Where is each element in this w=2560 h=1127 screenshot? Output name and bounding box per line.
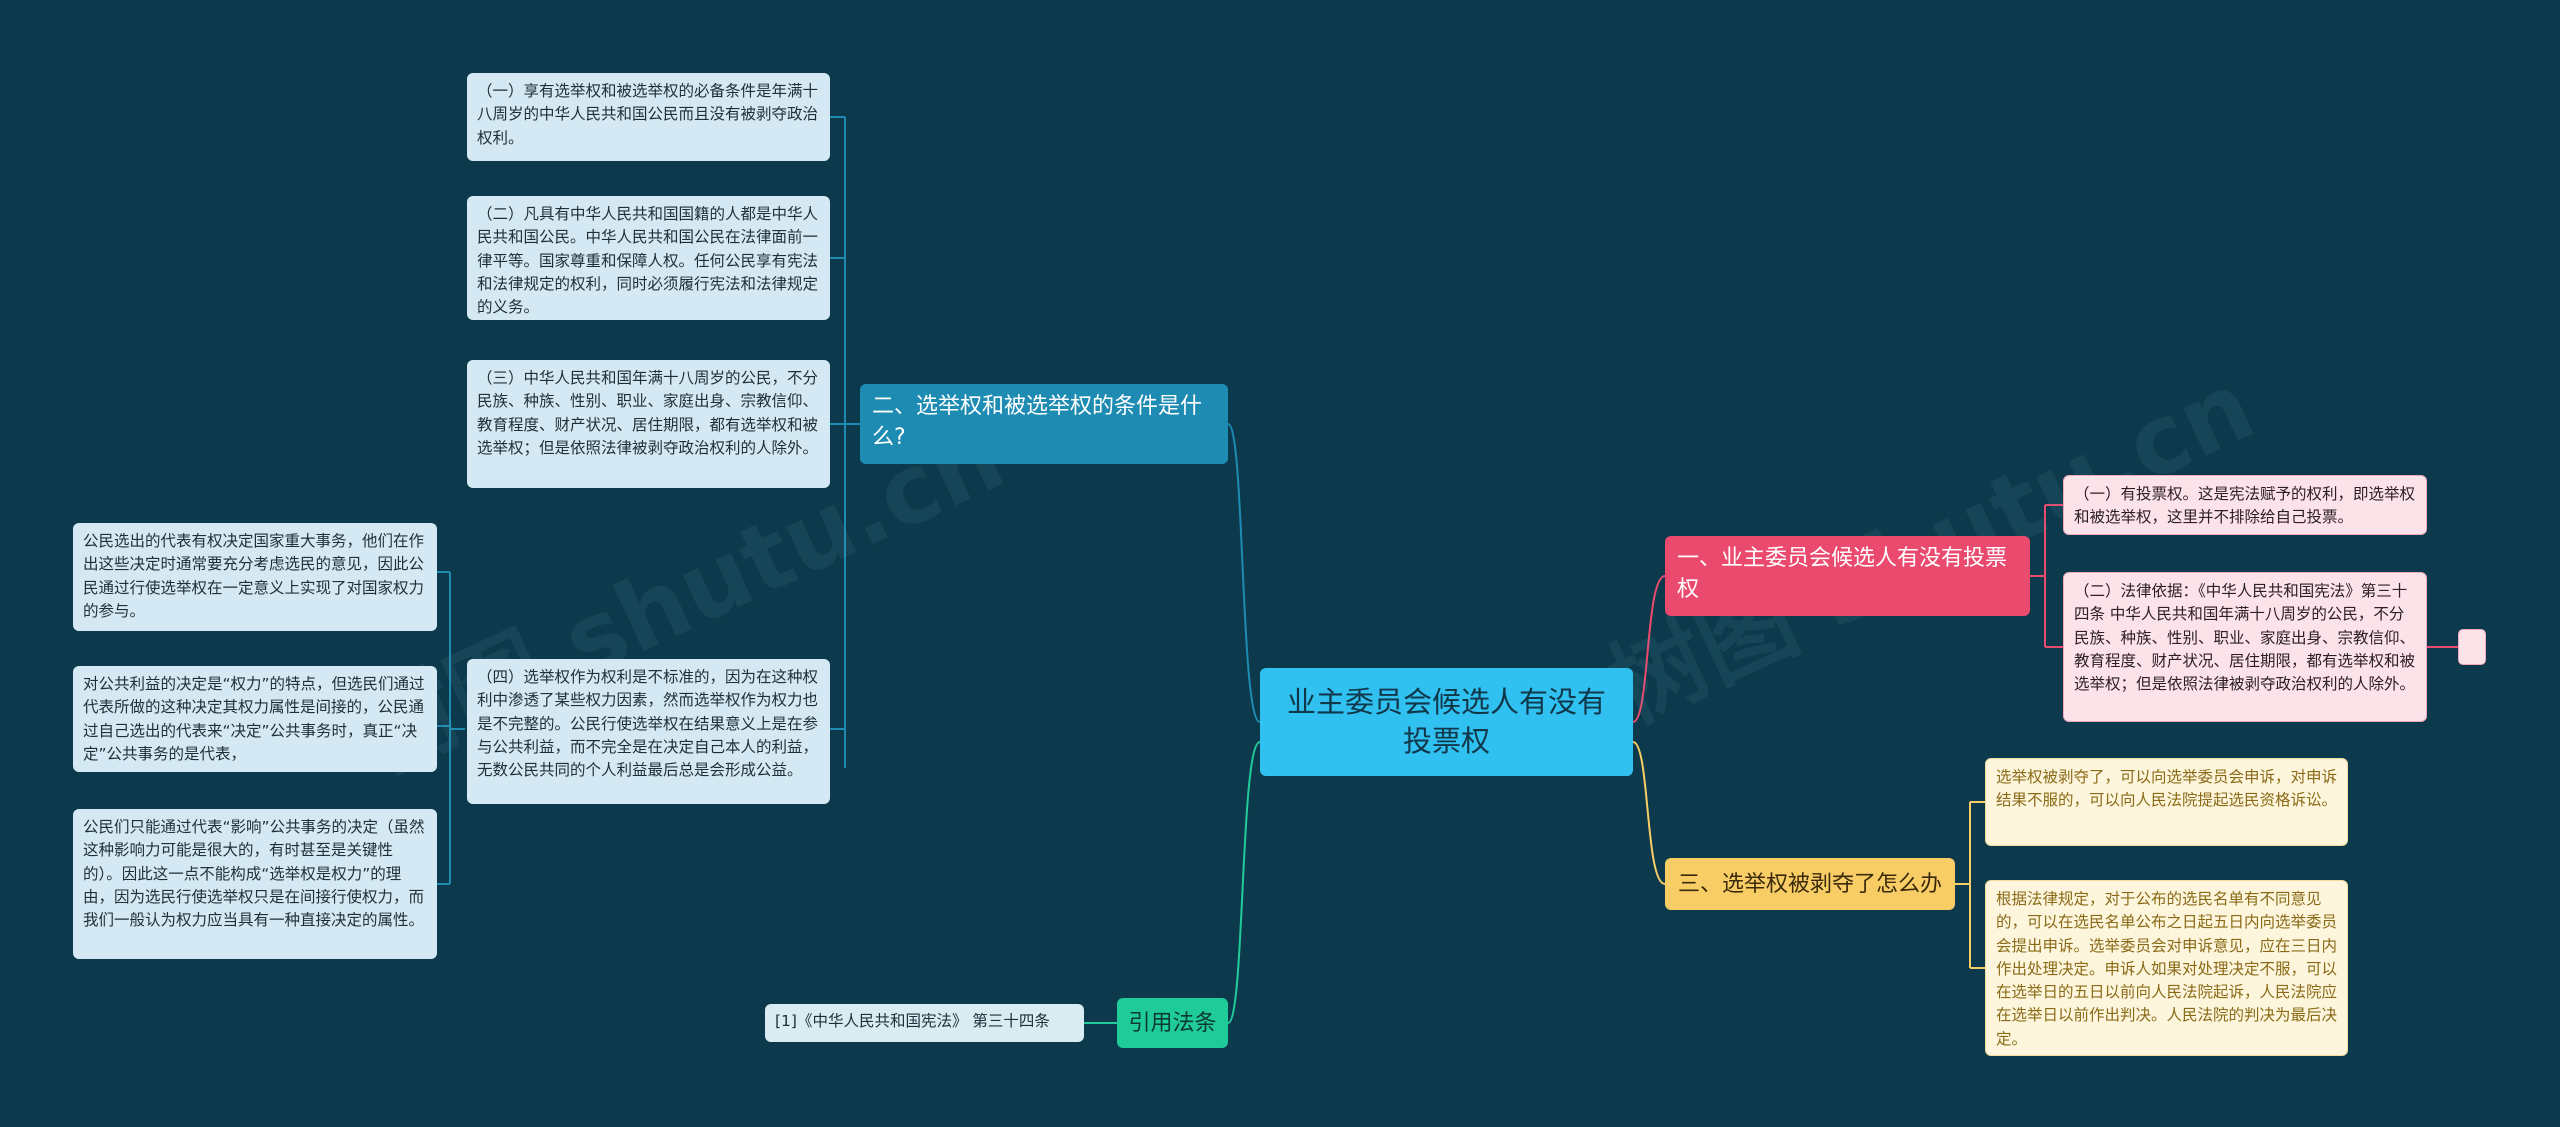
branch-voting[interactable]: 一、业主委员会候选人有没有投票权 [1665,536,2030,616]
branch-conditions[interactable]: 二、选举权和被选举权的条件是什么? [860,384,1228,464]
deprived-item-1[interactable]: 选举权被剥夺了，可以向选举委员会申诉，对申诉结果不服的，可以向人民法院提起选民资… [1985,758,2348,846]
voting-item-2[interactable]: （二）法律依据：《中华人民共和国宪法》第三十四条 中华人民共和国年满十八周岁的公… [2063,572,2427,722]
connector-root-citation [1227,741,1261,1024]
connector-deprived-items [1955,801,1985,969]
connector-root-deprived [1632,741,1666,885]
connector-root-voting [1632,575,1666,723]
connector-item4-subs [437,571,465,885]
sub-item-3[interactable]: 公民们只能通过代表“影响”公共事务的决定（虽然这种影响力可能是很大的，有时甚至是… [73,809,437,959]
branch-citation[interactable]: 引用法条 [1117,998,1228,1048]
condition-item-4[interactable]: （四）选举权作为权利是不标准的，因为在这种权利中渗透了某些权力因素，然而选举权作… [467,659,830,804]
condition-item-1[interactable]: （一）享有选举权和被选举权的必备条件是年满十八周岁的中华人民共和国公民而且没有被… [467,73,830,161]
connector-root-conditions [1227,423,1261,723]
root-topic[interactable]: 业主委员会候选人有没有投票权 [1260,668,1633,776]
connector-conditions-items [830,116,860,768]
deprived-item-2[interactable]: 根据法律规定，对于公布的选民名单有不同意见的，可以在选民名单公布之日起五日内向选… [1985,880,2348,1056]
voting-item-1[interactable]: （一）有投票权。这是宪法赋予的权利，即选举权和被选举权，这里并不排除给自己投票。 [2063,475,2427,535]
condition-item-2[interactable]: （二）凡具有中华人民共和国国籍的人都是中华人民共和国公民。中华人民共和国公民在法… [467,196,830,320]
connector-voting-items [2030,504,2063,648]
citation-item-1[interactable]: [1]《中华人民共和国宪法》 第三十四条 [765,1004,1084,1042]
condition-item-3[interactable]: （三）中华人民共和国年满十八周岁的公民，不分民族、种族、性别、职业、家庭出身、宗… [467,360,830,488]
sub-item-2[interactable]: 对公共利益的决定是“权力”的特点，但选民们通过代表所做的这种决定其权力属性是间接… [73,666,437,772]
sub-item-1[interactable]: 公民选出的代表有权决定国家重大事务，他们在作出这些决定时通常要充分考虑选民的意见… [73,523,437,631]
branch-deprived[interactable]: 三、选举权被剥夺了怎么办 [1665,858,1955,910]
collapsed-child-stub[interactable] [2458,629,2486,665]
